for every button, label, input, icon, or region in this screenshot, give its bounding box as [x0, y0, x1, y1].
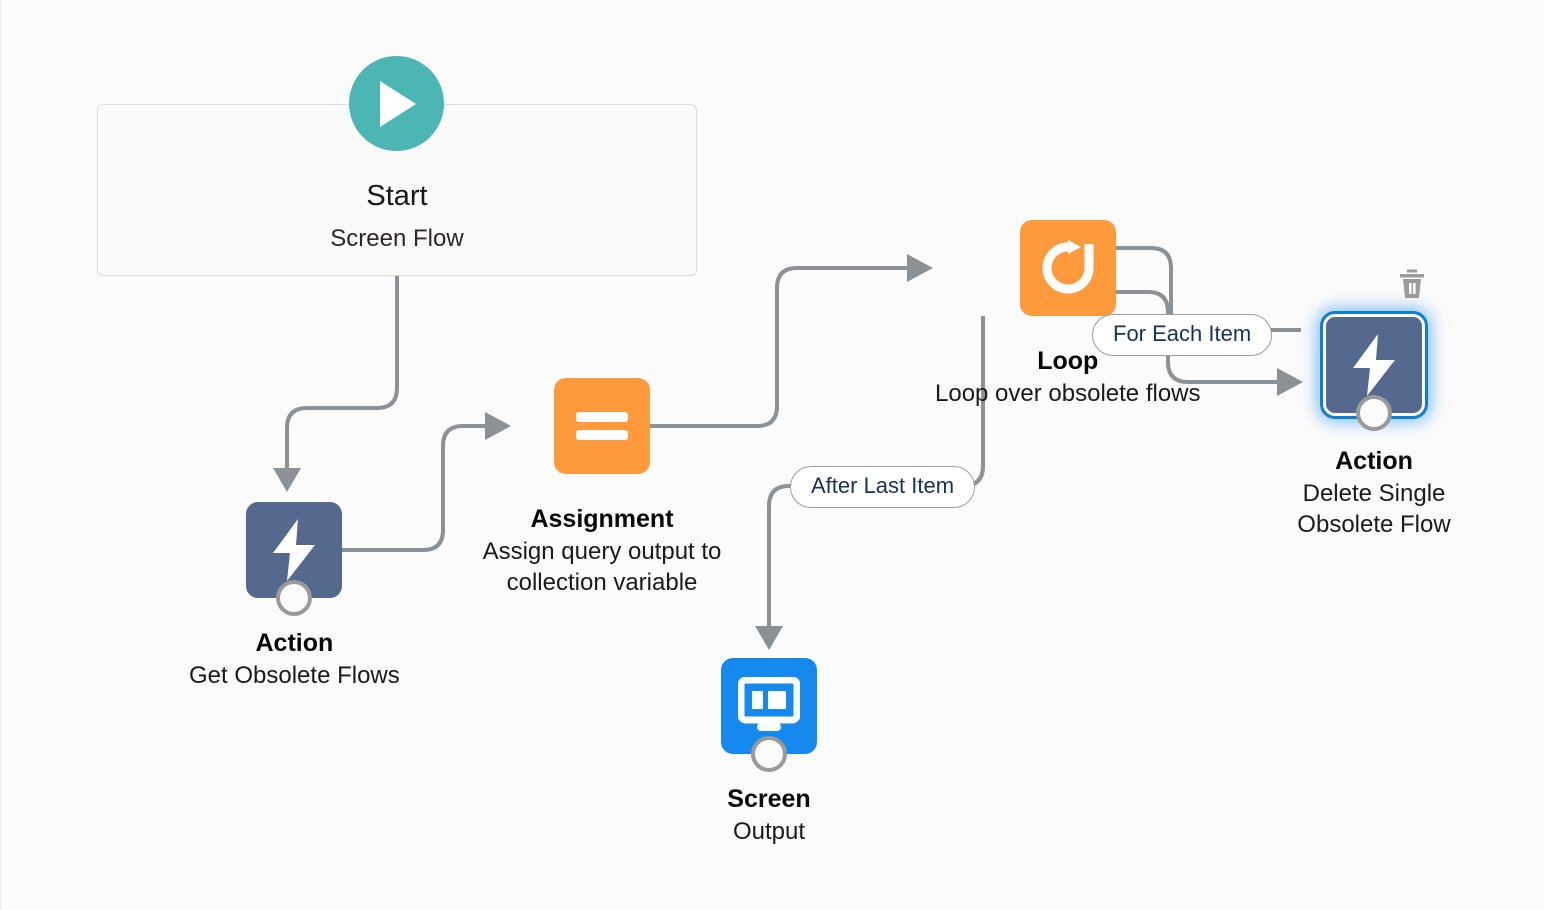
node-assignment[interactable]: Assignment Assign query output to collec…	[467, 378, 737, 598]
connector-start-to-action-get	[273, 276, 399, 492]
node-labels: Action Delete Single Obsolete Flow	[1259, 446, 1489, 540]
node-type-label: Screen	[727, 785, 811, 813]
node-type-label: Loop	[1037, 347, 1099, 375]
play-icon[interactable]	[349, 56, 444, 151]
assignment-icon-tile[interactable]	[554, 378, 650, 474]
screen-icon-tile[interactable]	[721, 658, 817, 772]
node-labels: Action Get Obsolete Flows	[189, 628, 400, 692]
trash-icon[interactable]	[1398, 269, 1426, 299]
node-type-label: Action	[1335, 447, 1413, 475]
connector-label-for-each-item[interactable]: For Each Item	[1092, 314, 1273, 357]
node-name-label: Output	[732, 818, 806, 845]
lightning-bolt-icon	[1353, 334, 1395, 396]
node-name-label: Assign query output to collection variab…	[482, 538, 722, 596]
node-labels: Assignment Assign query output to collec…	[467, 504, 737, 598]
node-connector-badge[interactable]	[1356, 395, 1392, 431]
node-labels: Loop Loop over obsolete flows	[935, 346, 1201, 410]
loop-icon-tile[interactable]	[1019, 220, 1116, 316]
node-type-label: Action	[255, 629, 334, 657]
start-title: Start	[366, 180, 428, 213]
node-connector-badge[interactable]	[751, 736, 787, 772]
node-type-label: Assignment	[530, 505, 674, 533]
node-loop[interactable]: Loop Loop over obsolete flows	[935, 220, 1201, 410]
node-name-label: Get Obsolete Flows	[189, 662, 400, 689]
equals-icon	[576, 412, 628, 440]
start-subtitle: Screen Flow	[330, 225, 464, 253]
node-name-label: Delete Single Obsolete Flow	[1297, 480, 1451, 538]
node-action-delete-single-obsolete-flow[interactable]: Action Delete Single Obsolete Flow	[1259, 269, 1489, 540]
screen-monitor-icon	[738, 677, 800, 731]
node-screen-output[interactable]: Screen Output	[721, 658, 817, 848]
node-labels: Screen Output	[727, 784, 810, 848]
lightning-bolt-icon	[273, 519, 316, 581]
node-name-label: Loop over obsolete flows	[935, 380, 1201, 407]
node-action-get-obsolete-flows[interactable]: Action Get Obsolete Flows	[189, 502, 400, 692]
connector-label-after-last-item[interactable]: After Last Item	[790, 466, 976, 509]
action-icon-tile-selected[interactable]	[1323, 269, 1425, 431]
action-icon-tile[interactable]	[246, 502, 343, 616]
loop-refresh-icon	[1042, 240, 1094, 294]
node-connector-badge[interactable]	[276, 580, 313, 616]
